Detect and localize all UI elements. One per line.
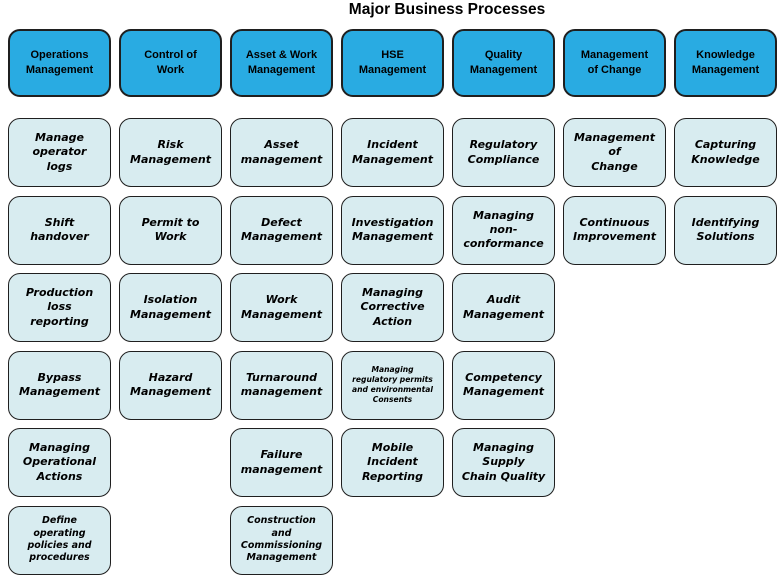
process-box-managing-non-conformance: Managing non- conformance [452,195,555,265]
process-box-label: Managing non- conformance [463,208,544,251]
header-box-knowledge-management: Knowledge Management [674,29,777,97]
process-box-regulatory-compliance: Regulatory Compliance [452,118,555,187]
process-box-managing-supply-chain-quality: Managing Supply Chain Quality [452,428,555,497]
process-box-label: Managing Operational Actions [22,441,97,483]
process-box-label: Isolation Management [130,293,211,321]
process-box-label: Bypass Management [19,370,100,398]
process-box-label: Investigation Management [351,215,434,243]
process-box-competency-management: Competency Management [452,350,555,420]
process-box-label: Manage operator logs [32,131,87,173]
process-box-define-operating-policies-and-procedures: Define operating policies and procedures [8,505,111,575]
header-label: Operations Management [25,48,94,76]
process-box-defect-management: Defect Management [230,195,333,265]
process-box-label: Capturing Knowledge [691,138,760,166]
process-box-label: Construction and Commissioning Managemen… [240,515,323,564]
process-box-mobile-incident-reporting: Mobile Incident Reporting [341,428,444,497]
process-box-label: Incident Management [352,138,433,166]
process-box-managing-operational-actions: Managing Operational Actions [8,428,111,497]
process-box-label: Defect Management [241,215,322,243]
process-box-failure-management: Failure management [230,428,333,497]
process-box-label: Permit to Work [141,215,200,243]
process-box-label: Managing Corrective Action [360,286,425,328]
process-box-label: Managing Supply Chain Quality [461,441,546,483]
header-box-management-of-change: Management of Change [563,29,666,97]
process-box-label: Management of Change [574,131,655,173]
process-box-incident-management: Incident Management [341,118,444,187]
process-box-construction-and-commissioning-management: Construction and Commissioning Managemen… [230,505,333,575]
process-box-permit-to-work: Permit to Work [119,195,222,265]
process-box-label: Competency Management [463,370,544,398]
diagram-title: Major Business Processes [348,1,546,18]
header-label: Control of Work [144,48,197,76]
process-box-managing-corrective-action: Managing Corrective Action [341,273,444,342]
header-label: Knowledge Management [691,48,760,76]
process-box-label: Production loss reporting [25,286,94,328]
process-box-label: Managing regulatory permits and environm… [352,364,433,405]
process-box-label: Shift handover [30,215,89,243]
process-box-label: Failure management [240,448,323,476]
process-box-label: Continuous Improvement [572,215,657,243]
process-box-managing-regulatory-permits-and-environmental-consents: Managing regulatory permits and environm… [341,350,444,420]
process-box-label: Turnaround management [240,370,323,398]
process-box-work-management: Work Management [230,273,333,342]
process-box-label: Regulatory Compliance [467,138,540,166]
header-label: Asset & Work Management [245,48,318,76]
process-box-hazard-management: Hazard Management [119,350,222,420]
process-box-manage-operator-logs: Manage operator logs [8,118,111,187]
process-box-label: Asset management [240,138,323,166]
process-box-label: Mobile Incident Reporting [362,441,423,483]
process-box-audit-management: Audit Management [452,273,555,342]
header-box-quality-management: Quality Management [452,29,555,97]
header-box-asset-and-work-management: Asset & Work Management [230,29,333,97]
process-box-capturing-knowledge: Capturing Knowledge [674,118,777,187]
process-box-label: Identifying Solutions [691,215,760,243]
process-box-risk-management: Risk Management [119,118,222,187]
header-label: HSE Management [358,48,427,76]
process-box-label: Define operating policies and procedures [27,515,92,564]
process-box-shift-handover: Shift handover [8,195,111,265]
process-box-label: Audit Management [463,293,544,321]
process-box-investigation-management: Investigation Management [341,195,444,265]
header-label: Management of Change [580,48,649,76]
process-box-continuous-improvement: Continuous Improvement [563,195,666,265]
process-box-turnaround-management: Turnaround management [230,350,333,420]
process-box-identifying-solutions: Identifying Solutions [674,195,777,265]
process-box-bypass-management: Bypass Management [8,350,111,420]
process-box-label: Hazard Management [130,370,211,398]
header-label: Quality Management [469,48,538,76]
process-box-asset-management: Asset management [230,118,333,187]
header-box-control-of-work: Control of Work [119,29,222,97]
process-box-label: Work Management [241,293,322,321]
process-box-isolation-management: Isolation Management [119,273,222,342]
process-box-label: Risk Management [130,138,211,166]
header-box-operations-management: Operations Management [8,29,111,97]
process-box-management-of-change: Management of Change [563,118,666,187]
process-box-production-loss-reporting: Production loss reporting [8,273,111,342]
header-box-hse-management: HSE Management [341,29,444,97]
